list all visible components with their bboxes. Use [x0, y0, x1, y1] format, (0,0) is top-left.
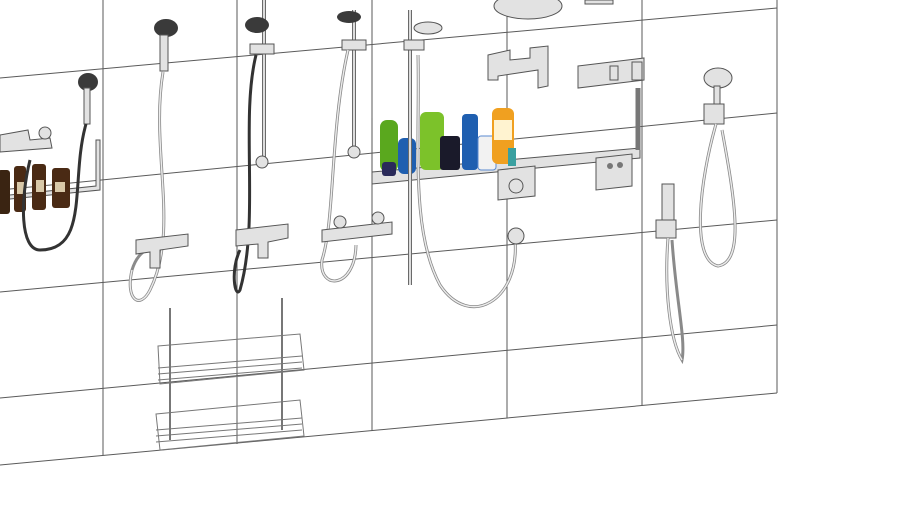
- mixer-valve-icon: [0, 129, 53, 153]
- rain-shower-head-icon: [493, 0, 563, 20]
- shower-head-icon: [337, 11, 361, 23]
- shower-set-5[interactable]: [371, 10, 645, 309]
- thermostat-icon: [595, 153, 633, 191]
- hose-icon: [22, 123, 88, 252]
- arm-icon: [584, 0, 614, 5]
- shower-head-icon: [413, 21, 443, 35]
- wire-basket-icon: [155, 298, 305, 451]
- shower-head-icon: [78, 73, 98, 91]
- mixer-valve-icon: [235, 223, 289, 259]
- shower-head-icon: [154, 19, 178, 37]
- hand-shower-6[interactable]: [655, 183, 685, 365]
- shower-set-3[interactable]: [232, 0, 289, 294]
- mixer-valve-icon: [487, 45, 549, 89]
- shower-set-2[interactable]: [128, 19, 189, 302]
- hand-shower-7[interactable]: [698, 67, 737, 268]
- shower-head-icon: [245, 17, 269, 33]
- shower-head-icon: [703, 67, 733, 89]
- mixer-valve-icon: [135, 233, 189, 269]
- shelf-icon: [0, 139, 101, 201]
- soap-bottle-icon: [380, 108, 516, 176]
- shower-set-1[interactable]: [0, 73, 101, 252]
- shower-set-4[interactable]: [320, 10, 393, 283]
- thermostat-icon: [321, 221, 393, 243]
